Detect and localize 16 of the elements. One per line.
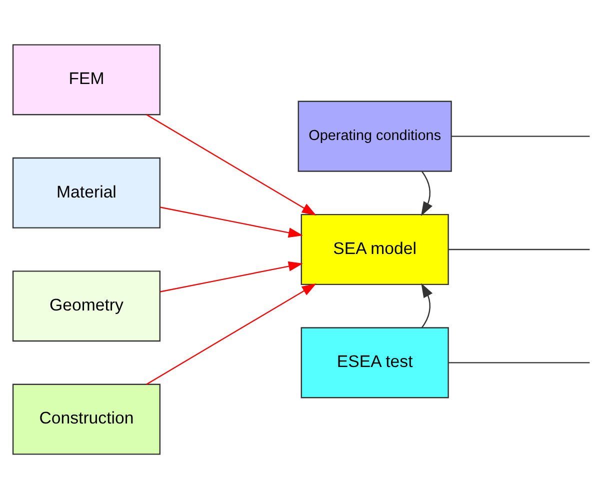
node-box: Geometry: [12, 270, 161, 342]
connector: [448, 362, 590, 364]
arrow: [420, 171, 432, 216]
arrow: [146, 114, 316, 216]
node-box: FEM: [12, 44, 161, 116]
node-box: SEA model: [300, 214, 449, 286]
node-box: Operating conditions: [298, 100, 452, 172]
node-box: Construction: [12, 384, 161, 455]
arrow: [160, 206, 303, 238]
node-box: ESEA test: [300, 327, 449, 398]
connector: [451, 136, 590, 137]
node-box: Material: [12, 157, 161, 228]
arrow: [160, 261, 303, 292]
arrow: [146, 284, 316, 385]
connector: [448, 248, 590, 250]
arrow: [421, 283, 433, 328]
